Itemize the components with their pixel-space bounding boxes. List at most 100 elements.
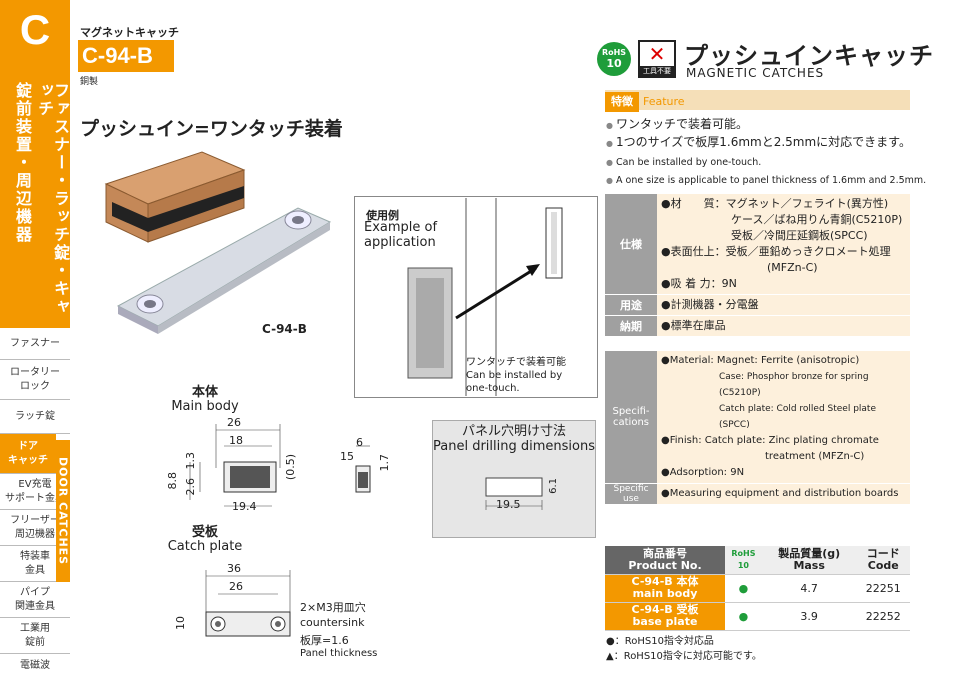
sidebar: C ファスナー・ラッチ錠・キャッチ 錠前装置・周辺機器 ファスナーロータリー ロ… xyxy=(0,0,70,676)
application-box xyxy=(354,196,598,398)
product-code: C-94-B xyxy=(78,40,174,72)
legend: ●：RoHS10指令対応品 ▲：RoHS10指令に対応可能です。 xyxy=(606,634,762,664)
sidebar-item[interactable]: 電磁波 xyxy=(0,654,70,676)
feature-en-2: A one size is applicable to panel thickn… xyxy=(606,172,926,190)
page-title: プッシュインキャッチ xyxy=(684,42,934,70)
spec-en-finish-2: treatment (MFZn-C) xyxy=(765,451,865,462)
dim-0-5: (0.5) xyxy=(284,454,297,481)
application-en: Example of application xyxy=(364,220,438,250)
countersink-en: countersink xyxy=(300,616,365,629)
spec-material-3: 受板／冷間圧延鋼板(SPCC) xyxy=(731,229,868,242)
sidebar-item[interactable]: ラッチ錠 xyxy=(0,400,70,434)
dim-36: 36 xyxy=(227,562,241,575)
sidebar-item[interactable]: ドア キャッチ xyxy=(0,434,56,474)
spec-en-case: Case: Phosphor bronze for spring (C5210P… xyxy=(719,372,869,398)
rohs-cell: ● xyxy=(725,574,762,603)
application-drawing xyxy=(407,198,563,396)
spec-label: 仕様 xyxy=(605,194,657,294)
feature-label-en: Feature xyxy=(643,95,685,108)
spec-material-2: ケース／ばね用りん青銅(C5210P) xyxy=(731,213,903,226)
col-mass: 製品質量(g)Mass xyxy=(761,546,857,575)
spec-en-finish: ●Finish: Catch plate: Zinc plating chrom… xyxy=(661,435,879,446)
spec-row-delivery: 納期 ●標準在庫品 xyxy=(605,316,910,337)
col-rohs: RoHS 10 xyxy=(725,546,762,575)
spec-table: 仕様 ●材 質：マグネット／フェライト(異方性) ケース／ばね用りん青銅(C52… xyxy=(605,194,910,505)
dim-18: 18 xyxy=(229,434,243,447)
sidebar-item[interactable]: 工業用 錠前 xyxy=(0,618,70,654)
application-note: ワンタッチで装着可能 Can be installed by one-touch… xyxy=(466,356,576,395)
use-value: ●計測機器・分電盤 xyxy=(657,295,910,315)
sidebar-item[interactable]: ファスナー xyxy=(0,328,70,360)
feature-en-1: Can be installed by one-touch. xyxy=(606,154,926,172)
dim-8-8: 8.8 xyxy=(166,472,179,490)
category-banner: C ファスナー・ラッチ錠・キャッチ 錠前装置・周辺機器 xyxy=(0,0,70,328)
application-note-en: Can be installed by one-touch. xyxy=(466,370,563,394)
legend-1: ●：RoHS10指令対応品 xyxy=(606,636,714,647)
dim-15: 15 xyxy=(340,450,354,463)
spec-finish-2: (MFZn-C) xyxy=(767,261,818,274)
product-photo xyxy=(104,151,332,334)
main-body-en: Main body xyxy=(171,399,239,414)
dim-1-3: 1.3 xyxy=(184,452,197,470)
thickness-note: 板厚=1.6 Panel thickness xyxy=(300,634,377,660)
panel-title: パネル穴明け寸法 Panel drilling dimensions xyxy=(432,424,596,454)
feature-en: Can be installed by one-touch. A one siz… xyxy=(606,154,926,190)
catch-plate-header: 受板 Catch plate xyxy=(160,526,250,554)
code-cell: 22252 xyxy=(856,602,910,631)
panel-drawing xyxy=(485,477,543,510)
main-body-drawing xyxy=(189,424,371,507)
sidebar-item[interactable]: ロータリー ロック xyxy=(0,360,70,400)
dim-10: 10 xyxy=(174,616,187,630)
spec-adsorption: ●吸 着 力：9N xyxy=(661,277,737,290)
dim-1-7: 1.7 xyxy=(378,454,391,472)
panel-title-jp: パネル穴明け寸法 xyxy=(461,424,566,439)
mass-cell: 3.9 xyxy=(761,602,857,631)
spec-row-en: Specifi- cations ●Material: Magnet: Ferr… xyxy=(605,351,910,484)
sidebar-item[interactable]: パイプ 関連金具 xyxy=(0,582,70,618)
rohs-badge-bottom: 10 xyxy=(606,56,622,70)
panel-title-en: Panel drilling dimensions xyxy=(433,439,595,454)
main-heading: プッシュイン=ワンタッチ装着 xyxy=(80,118,343,140)
spec-finish: ●表面仕上：受板／亜鉛めっきクロメート処理 xyxy=(661,245,891,258)
dim-26b: 26 xyxy=(229,580,243,593)
sidebar-item[interactable]: EV充電 サポート金具 xyxy=(0,474,70,510)
panel-height: 6.1 xyxy=(548,478,559,494)
spec-en-adsorption: ●Adsorption: 9N xyxy=(661,467,745,478)
material-label: 銅製 xyxy=(80,77,99,87)
photo-label: C-94-B xyxy=(262,322,307,336)
use-label: 用途 xyxy=(605,295,657,315)
feature-bar: 特徴 Feature xyxy=(605,90,910,112)
door-catches-tab[interactable]: DOOR CATCHES xyxy=(56,440,70,582)
spec-en-plate: Catch plate: Cold rolled Steel plate (SP… xyxy=(719,404,876,430)
spec-row-main: 仕様 ●材 質：マグネット／フェライト(異方性) ケース／ばね用りん青銅(C52… xyxy=(605,194,910,295)
main-body-jp: 本体 xyxy=(191,385,218,400)
feature-jp-2: 1つのサイズで板厚1.6mmと2.5mmに対応できます。 xyxy=(606,134,911,152)
delivery-value: ●標準在庫品 xyxy=(657,316,910,336)
rohs-badge-top: RoHS xyxy=(601,48,627,57)
countersink-note: 2×M3用皿穴 countersink xyxy=(300,600,366,630)
tool-free-icon: ✕ 工具不要 xyxy=(638,40,676,78)
category-title-1: ファスナー・ラッチ錠・キャッチ xyxy=(35,82,70,316)
feature-jp: ワンタッチで装着可能。 1つのサイズで板厚1.6mmと2.5mmに対応できます。 xyxy=(606,116,911,152)
dim-2-6: 2.6 xyxy=(184,478,197,496)
feature-label: 特徴 xyxy=(605,92,639,112)
panel-width: 19.5 xyxy=(496,498,521,511)
page-subtitle: MAGNETIC CATCHES xyxy=(686,66,825,80)
sidebar-item[interactable]: 特装車 金具 xyxy=(0,546,70,582)
mass-cell: 4.7 xyxy=(761,574,857,603)
sidebar-item[interactable]: フリーザー 周辺機器 xyxy=(0,510,70,546)
dim-19-4: 19.4 xyxy=(232,500,257,513)
delivery-label: 納期 xyxy=(605,316,657,336)
main-body-header: 本体 Main body xyxy=(160,386,250,414)
rohs-badge-icon: RoHS 10 xyxy=(597,42,631,76)
spec-row-en-use: Specific use ●Measuring equipment and di… xyxy=(605,484,910,505)
dim-6: 6 xyxy=(356,436,363,449)
rohs-cell: ● xyxy=(725,602,762,631)
catch-plate-en: Catch plate xyxy=(167,539,243,554)
tool-free-label: 工具不要 xyxy=(640,66,674,76)
